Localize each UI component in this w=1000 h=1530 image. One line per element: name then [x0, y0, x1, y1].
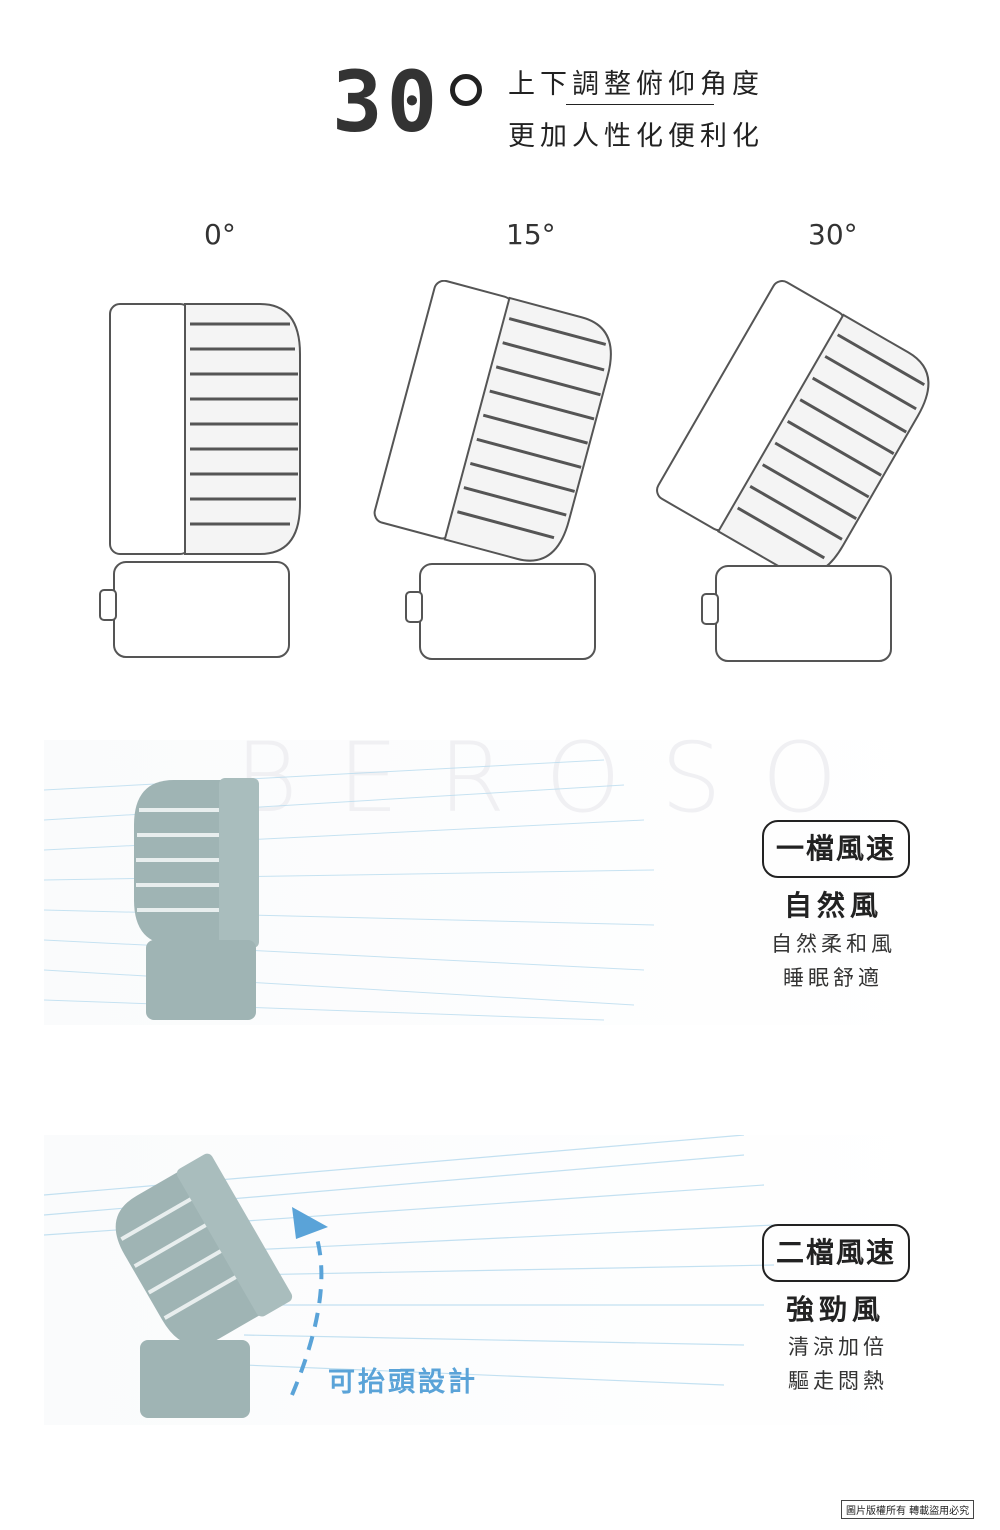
- speed1-illustration: [44, 759, 655, 1021]
- speed2-illustration: [44, 1135, 775, 1418]
- speed2-desc2: 驅走悶熱: [788, 1369, 888, 1393]
- fan-angle-illustrations: [99, 280, 945, 662]
- speed1-desc2: 睡眠舒適: [783, 966, 883, 990]
- headline-line1: 上下調整俯仰角度: [508, 69, 764, 100]
- angle-headline: 30: [332, 53, 442, 151]
- speed1-desc1: 自然柔和風: [771, 932, 896, 956]
- headline-line2: 更加人性化便利化: [508, 121, 764, 152]
- speed2-desc1: 清涼加倍: [788, 1335, 888, 1359]
- divider: [566, 104, 714, 105]
- speed1-title: 自然風: [784, 889, 884, 922]
- fan-0deg: [99, 302, 302, 658]
- angle-label-0: 0°: [204, 218, 236, 251]
- fan-30deg: [651, 280, 945, 591]
- speed2-badge: 二檔風速: [762, 1224, 910, 1282]
- fan-15deg: [370, 280, 623, 571]
- watermark: BEROSO: [235, 722, 878, 834]
- copyright-notice: 圖片版權所有 轉載盜用必究: [841, 1500, 975, 1519]
- lift-design-label: 可抬頭設計: [328, 1367, 478, 1398]
- degree-symbol: [450, 74, 482, 106]
- speed2-title: 強勁風: [786, 1293, 886, 1326]
- speed1-badge: 一檔風速: [762, 820, 910, 878]
- angle-label-15: 15°: [506, 218, 556, 251]
- angle-label-30: 30°: [808, 218, 858, 251]
